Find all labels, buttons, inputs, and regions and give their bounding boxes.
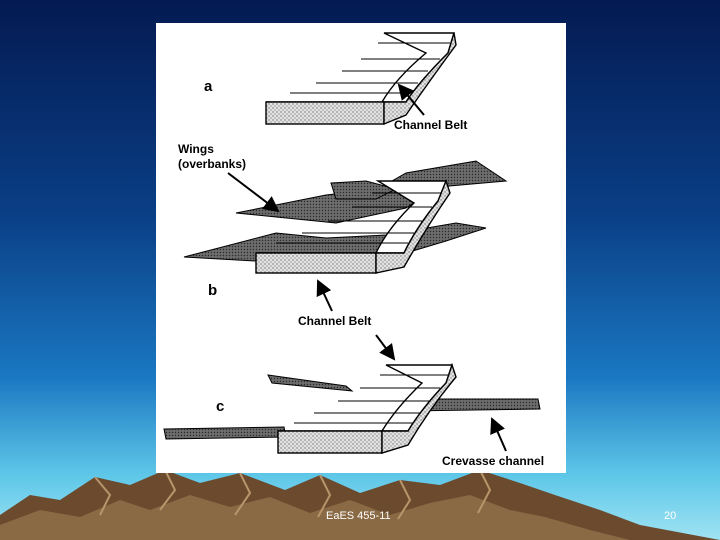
panel-a-letter: a xyxy=(204,78,213,95)
panel-b-letter: b xyxy=(208,282,217,299)
panel-a: a Channel Belt xyxy=(204,32,467,132)
panel-b-wings-arrow xyxy=(227,172,280,213)
panel-b-wings-label: Wings xyxy=(178,142,214,156)
panel-c-crevasse-lower-left xyxy=(163,426,287,440)
mountain-range-illustration xyxy=(0,469,720,540)
panel-b-caption: Channel Belt xyxy=(298,314,371,328)
page-number: 20 xyxy=(664,510,677,522)
panel-c-crevasse-arrow xyxy=(490,417,507,452)
channel-belt-diagram: a Channel Belt xyxy=(163,32,544,468)
figure-panel: a Channel Belt xyxy=(156,23,566,473)
panel-a-belt-side xyxy=(383,32,457,126)
panel-c-upper-arrow xyxy=(375,334,396,361)
panel-b-wings-back xyxy=(330,180,398,200)
mountain-highlight xyxy=(94,469,492,520)
panel-c-crevasse-upper-left xyxy=(267,374,354,392)
panel-c-letter: c xyxy=(216,398,224,415)
panel-b-belt-arrow xyxy=(316,279,333,312)
panel-a-belt-stripes xyxy=(290,42,450,94)
panel-c-belt-front xyxy=(277,430,383,454)
footer-course-label: EaES 455-11 xyxy=(326,510,391,522)
panel-a-belt-front xyxy=(265,101,385,125)
panel-b: Wings (overbanks) b Channel Belt xyxy=(178,142,508,328)
panel-a-caption: Channel Belt xyxy=(394,118,467,132)
panel-c-caption: Crevasse channel xyxy=(442,454,544,468)
panel-a-arrow xyxy=(397,83,425,116)
mountain-front-ridge xyxy=(0,495,630,540)
panel-c: c Crevasse channel xyxy=(163,334,544,468)
panel-b-belt-stripes xyxy=(276,192,442,244)
panel-c-belt-stripes xyxy=(294,374,449,424)
panel-b-wings-sublabel: (overbanks) xyxy=(178,157,246,171)
panel-b-belt-side xyxy=(375,178,451,274)
panel-c-belt-side xyxy=(381,362,457,454)
panel-b-belt-front xyxy=(255,252,377,274)
